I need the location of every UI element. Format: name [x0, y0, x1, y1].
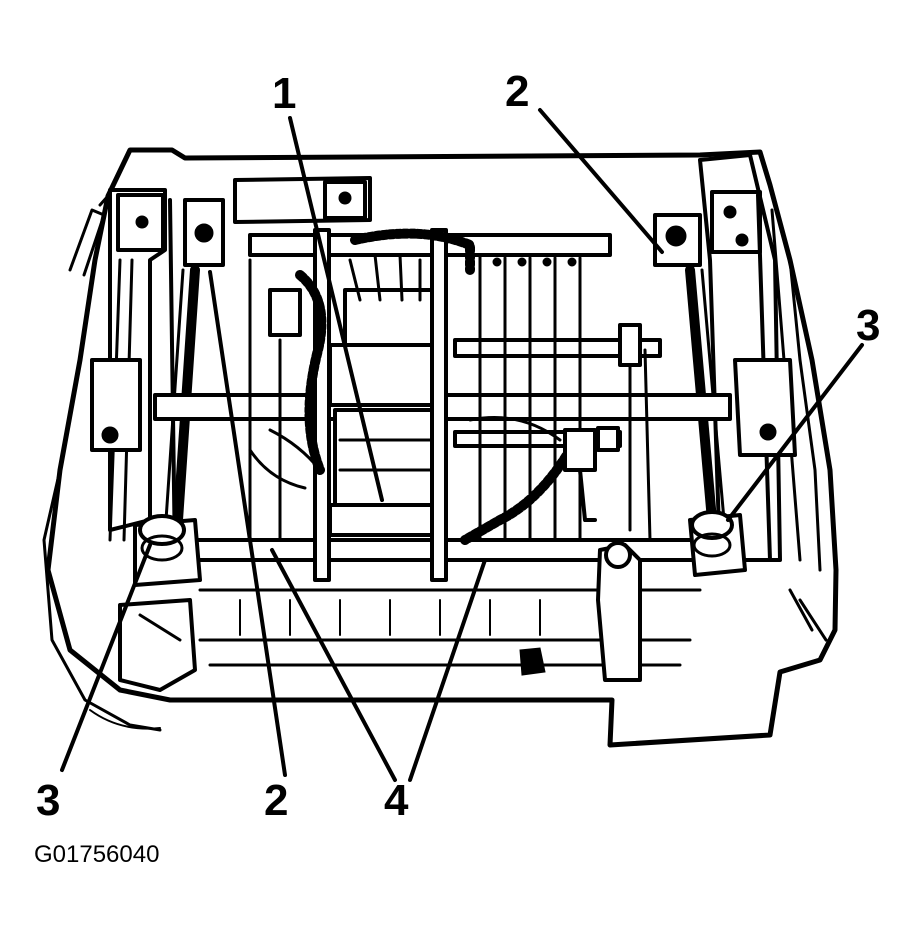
- leader-lines: [60, 108, 864, 782]
- callout-4: 4: [384, 776, 409, 825]
- leader-1: [288, 116, 384, 502]
- slats: [248, 253, 582, 542]
- callout-2-top: 2: [505, 67, 529, 116]
- callout-2-bottom: 2: [264, 776, 288, 825]
- callout-3-right: 3: [856, 301, 880, 350]
- roller-bearing-right: [688, 510, 747, 577]
- roller-bearing-left: [118, 514, 202, 692]
- wire-harness: [248, 228, 575, 545]
- leader-4-b: [408, 558, 487, 782]
- callout-1: 1: [272, 69, 296, 118]
- leader-3-right: [726, 343, 864, 522]
- motor-assembly: [268, 228, 448, 582]
- figure-id: G01756040: [34, 841, 159, 868]
- leader-4-a: [270, 548, 397, 782]
- connector-and-switch: [519, 323, 652, 682]
- right-seat-track: [653, 153, 828, 642]
- leader-2-bottom: [208, 270, 287, 777]
- callout-3-left: 3: [36, 776, 60, 825]
- left-seat-track: [68, 188, 225, 562]
- leader-2-top: [538, 108, 664, 254]
- leader-3-left: [60, 543, 152, 772]
